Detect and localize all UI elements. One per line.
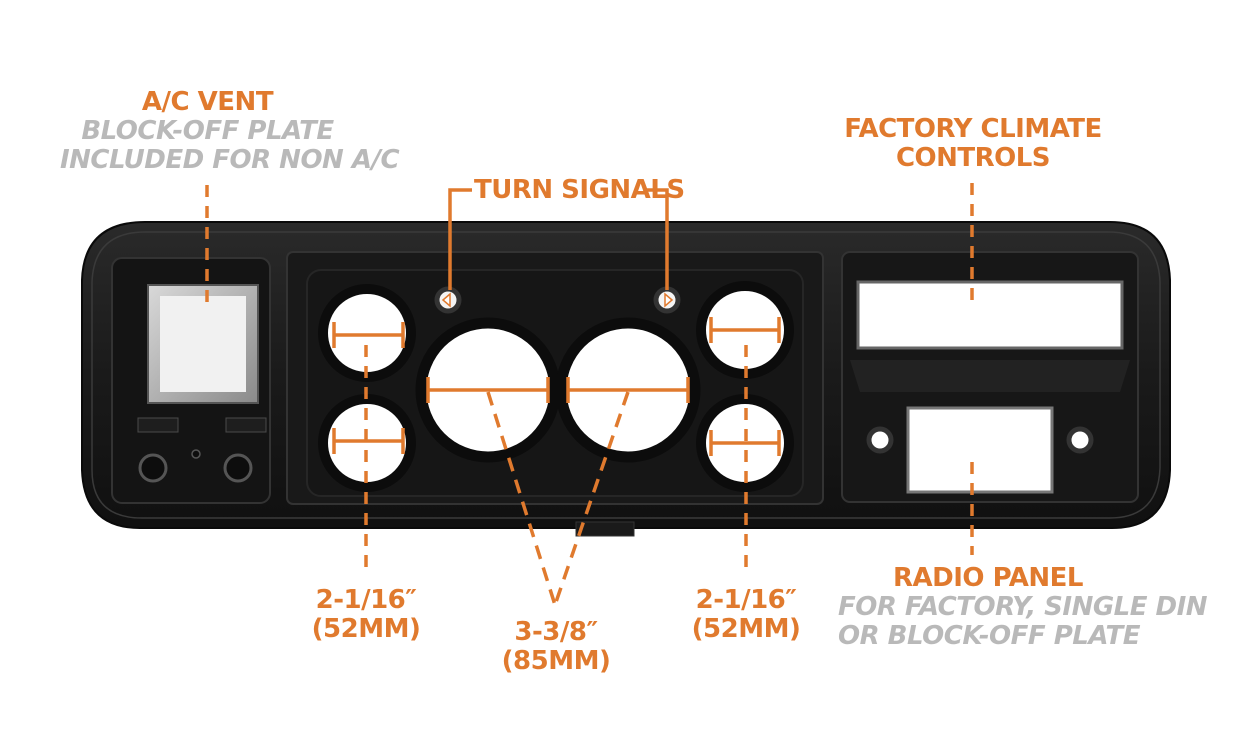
turn-signal-arrow-left-icon — [441, 292, 451, 308]
radio-label: RADIO PANEL FOR FACTORY, SINGLE DIN OR B… — [838, 563, 1208, 651]
small-gauge-size-right: 2-1/16″ (52MM) — [676, 586, 816, 644]
mounting-tab — [575, 521, 635, 537]
small-gauge-size-left: 2-1/16″ (52MM) — [296, 586, 436, 644]
gauge-hole-top-left — [318, 284, 416, 382]
ac-vent-label: A/C VENT BLOCK-OFF PLATE INCLUDED FOR NO… — [60, 87, 400, 175]
radio-title: RADIO PANEL — [893, 563, 1083, 593]
climate-label: FACTORY CLIMATE CONTROLS — [842, 115, 1104, 173]
small-left-size: 2-1/16″ — [315, 585, 417, 615]
climate-label-line1: FACTORY CLIMATE — [844, 114, 1102, 144]
knob-hole-right — [223, 453, 253, 483]
large-leader-right — [553, 391, 630, 606]
ac-vent-title: A/C VENT — [141, 87, 274, 117]
turn-signal-bracket-left — [448, 188, 472, 290]
large-gauge-size: 3-3/8″ (85MM) — [486, 618, 626, 676]
knob-hole-small — [191, 449, 201, 459]
radio-note-line1: FOR FACTORY, SINGLE DIN — [838, 592, 1208, 622]
large-size: 3-3/8″ — [514, 617, 598, 647]
callout-lines — [205, 183, 974, 606]
turn-signal-arrow-right-icon — [664, 292, 674, 308]
radio-mount-hole-left — [866, 426, 894, 454]
small-left-metric: (52MM) — [311, 614, 421, 644]
large-leader-left — [486, 391, 557, 606]
knob-hole-left — [138, 453, 168, 483]
turn-signal-bracket-right — [644, 188, 669, 290]
radio-panel-opening — [906, 406, 1054, 494]
climate-label-line2: CONTROLS — [895, 143, 1051, 173]
climate-controls-opening — [856, 280, 1124, 350]
radio-note-line2: OR BLOCK-OFF PLATE — [838, 621, 1140, 651]
large-metric: (85MM) — [501, 646, 611, 676]
ac-vent-note-line1: BLOCK-OFF PLATE — [81, 116, 334, 146]
ac-vent-note-line2: INCLUDED FOR NON A/C — [60, 145, 400, 175]
switch-slot-right — [225, 417, 267, 433]
radio-mount-hole-right — [1066, 426, 1094, 454]
switch-slot-left — [137, 417, 179, 433]
small-right-metric: (52MM) — [691, 614, 801, 644]
turn-signals-label: TURN SIGNALS — [474, 175, 685, 205]
small-right-size: 2-1/16″ — [695, 585, 797, 615]
